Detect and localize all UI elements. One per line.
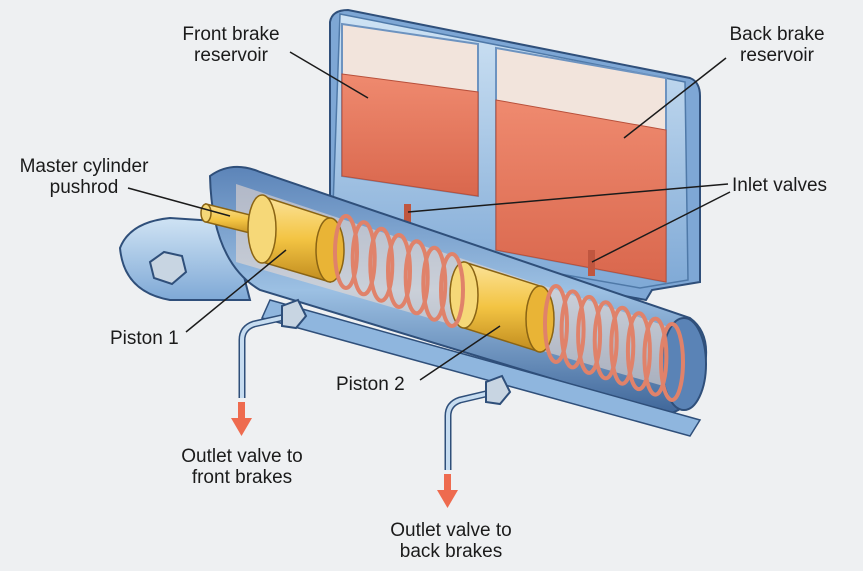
leader-inlet-back [591, 191, 731, 263]
spring-coil [350, 220, 377, 297]
leader-piston-2 [419, 325, 501, 381]
spring-coil [439, 252, 465, 328]
spring-coil [403, 239, 430, 316]
spring-coil [333, 214, 359, 290]
front-reservoir-fluid [341, 73, 479, 197]
leader-pushrod [127, 187, 231, 217]
front-outlet-nut-icon [281, 298, 308, 330]
label-outlet-front: Outlet valve to front brakes [181, 446, 303, 488]
back-reservoir-fluid [495, 99, 667, 283]
label-inlet-valves: Inlet valves [732, 175, 828, 196]
back-outlet-arrow-icon [437, 474, 458, 508]
leader-front-reservoir [289, 51, 369, 99]
flange-bolt-icon [148, 250, 188, 286]
front-outlet-arrow-icon [231, 402, 252, 436]
spring-coil [368, 226, 395, 303]
leader-lines [127, 51, 731, 381]
spring-coil [659, 322, 685, 402]
back-inlet-valve [588, 250, 595, 276]
piston-2 [449, 260, 555, 354]
spring-coil [543, 284, 569, 364]
label-piston-1: Piston 1 [110, 328, 179, 349]
front-inlet-valve [404, 204, 411, 226]
spring-coil [642, 316, 669, 397]
back-outlet-nut-icon [485, 374, 512, 406]
spring-coil [625, 311, 652, 392]
spring-coil [609, 305, 636, 386]
mounting-flange [118, 216, 252, 301]
spring-coil [386, 233, 412, 309]
leader-inlet-front [407, 183, 729, 213]
cylinder-rail [260, 299, 702, 437]
label-front-reservoir: Front brake reservoir [182, 24, 280, 66]
spring-coil [576, 294, 603, 375]
spring-coil [559, 289, 586, 370]
spring-1 [333, 214, 465, 328]
spring-2 [543, 284, 685, 402]
front-outlet-pipe [238, 298, 308, 398]
label-back-reservoir: Back brake reservoir [729, 24, 825, 66]
spring-coil [592, 300, 619, 381]
label-piston-2: Piston 2 [336, 374, 405, 395]
back-outlet-pipe [444, 374, 512, 470]
label-outlet-back: Outlet valve to back brakes [390, 520, 512, 562]
leader-piston-1 [185, 249, 287, 333]
label-pushrod: Master cylinder pushrod [19, 156, 149, 198]
leader-back-reservoir [623, 57, 727, 139]
spring-coil [421, 245, 448, 322]
